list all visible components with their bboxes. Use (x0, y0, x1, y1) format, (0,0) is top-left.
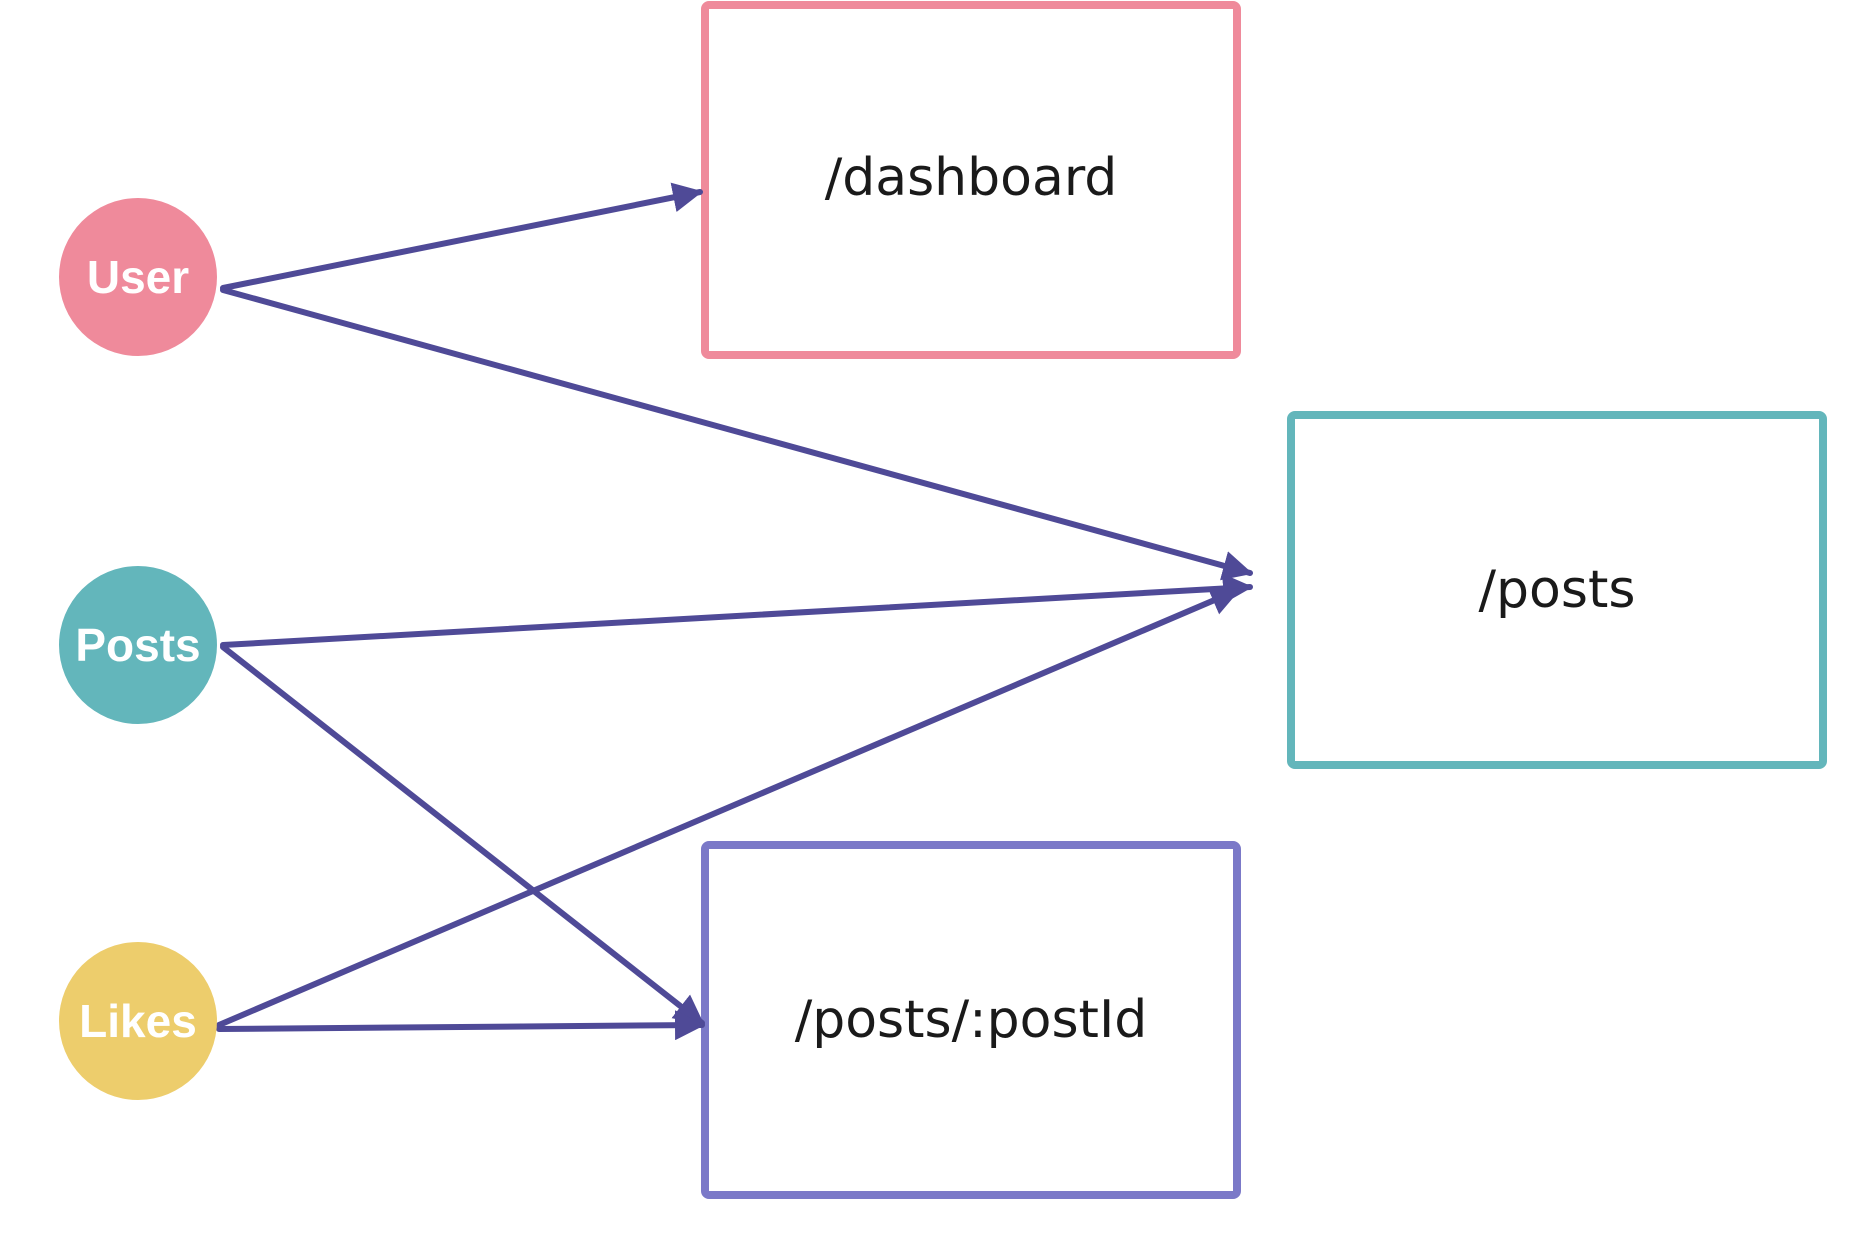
node-posts-label: Posts (75, 619, 200, 671)
route-label-posts: /posts (1479, 560, 1636, 620)
route-box-dashboard: /dashboard (701, 1, 1241, 359)
route-label-post-detail: /posts/:postId (795, 990, 1148, 1050)
node-user-label: User (87, 251, 189, 303)
node-user: User (59, 198, 217, 356)
edges (216, 182, 1253, 1041)
node-likes-label: Likes (79, 995, 197, 1047)
route-box-dashboard-border (701, 1, 1241, 359)
edge-posts-to-post-detail (220, 644, 705, 1026)
edge-posts-to-posts (220, 573, 1253, 648)
node-posts: Posts (59, 566, 217, 724)
edge-user-to-dashboard (220, 182, 703, 291)
route-label-dashboard: /dashboard (825, 148, 1118, 208)
edge-likes-to-post-detail (216, 1010, 705, 1041)
node-posts-circle (59, 566, 217, 724)
route-box-posts-border (1287, 411, 1827, 769)
route-box-post-detail: /posts/:postId (701, 841, 1241, 1199)
edge-likes-to-posts (216, 586, 1241, 1028)
node-likes-circle (59, 942, 217, 1100)
edge-user-to-posts (220, 287, 1253, 581)
route-box-posts: /posts (1287, 411, 1827, 769)
route-box-post-detail-border (701, 841, 1241, 1199)
node-user-circle (59, 198, 217, 356)
node-likes: Likes (59, 942, 217, 1100)
